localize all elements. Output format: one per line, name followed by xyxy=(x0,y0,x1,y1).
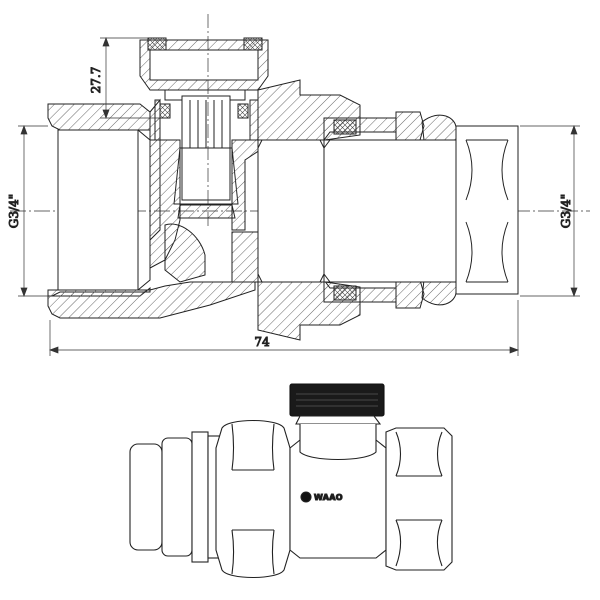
brand-logo-text: WAAO xyxy=(314,493,343,502)
brand-logo-badge xyxy=(300,491,312,503)
stem-housing-section xyxy=(139,37,269,141)
section-view: 74 27.7 G3/4" G3/4" xyxy=(7,14,590,356)
left-body-section xyxy=(47,98,256,319)
dimension-lines xyxy=(18,14,580,356)
stem-height-label: 27.7 xyxy=(89,67,103,94)
product-view: WAAO xyxy=(129,383,453,578)
overall-length-label: 74 xyxy=(254,335,270,349)
right-thread-label: G3/4" xyxy=(559,194,573,228)
left-thread-label: G3/4" xyxy=(7,194,21,228)
valve-body: WAAO xyxy=(289,424,387,559)
left-hex-nut xyxy=(215,420,291,578)
right-hex-nut xyxy=(455,125,519,295)
valve-seat-section xyxy=(149,139,261,283)
tail-fitting xyxy=(129,431,223,563)
right-hex-nut-view xyxy=(385,427,453,571)
valve-spindle xyxy=(173,95,239,219)
tailpiece-section xyxy=(323,139,467,283)
union-nut-section xyxy=(323,111,457,309)
